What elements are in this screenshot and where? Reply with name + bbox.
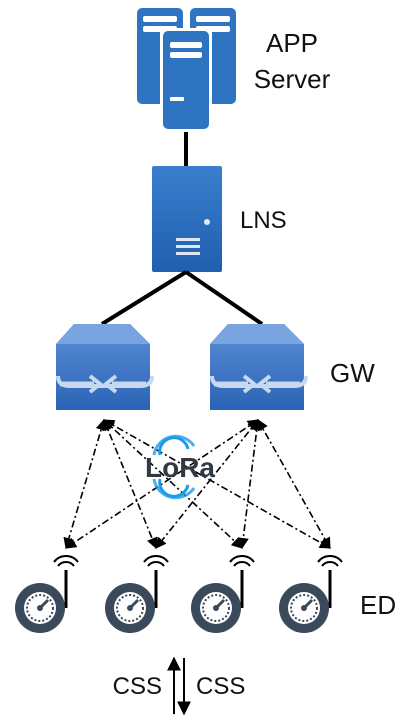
lora-link-gw2-ed1 (65, 419, 259, 549)
css-left-label: CSS (113, 673, 162, 700)
lora-link-gw1-ed1 (63, 418, 107, 550)
app-server-icon (137, 8, 236, 132)
lora-logo: LoRa (145, 434, 215, 500)
ed-label: ED (360, 590, 396, 620)
antenna-icon (53, 555, 79, 608)
gateway-2-icon (210, 324, 308, 410)
gateway-1-icon (56, 324, 154, 410)
lora-link-gw1-ed4 (103, 419, 331, 549)
lora-link-gw2-ed2 (155, 419, 259, 549)
antenna-icon (229, 555, 255, 608)
antenna-icon (317, 555, 343, 608)
gw-label: GW (330, 358, 375, 388)
css-right-label: CSS (196, 673, 245, 700)
meter-gauge-icon (279, 583, 329, 633)
meter-gauge-icon (191, 583, 241, 633)
end-device-3 (191, 555, 255, 633)
lora-link-gw1-ed2 (102, 418, 158, 550)
lns-gw2-link (184, 270, 264, 326)
lora-link-gw2-ed4 (257, 419, 331, 549)
end-device-4 (279, 555, 343, 633)
end-device-1 (15, 555, 79, 633)
app-label-line2: Server (254, 64, 331, 94)
antenna-icon (143, 555, 169, 608)
lns-label: LNS (240, 207, 287, 234)
lora-link-gw2-ed3 (237, 418, 263, 550)
end-device-2 (105, 555, 169, 633)
lns-server-icon (152, 166, 222, 272)
lora-links (63, 418, 331, 550)
lns-gw1-link (100, 270, 188, 326)
lora-text: LoRa (145, 452, 215, 483)
css-arrows (167, 656, 191, 716)
meter-gauge-icon (15, 583, 65, 633)
app-label-line1: APP (266, 28, 318, 58)
meter-gauge-icon (105, 583, 155, 633)
